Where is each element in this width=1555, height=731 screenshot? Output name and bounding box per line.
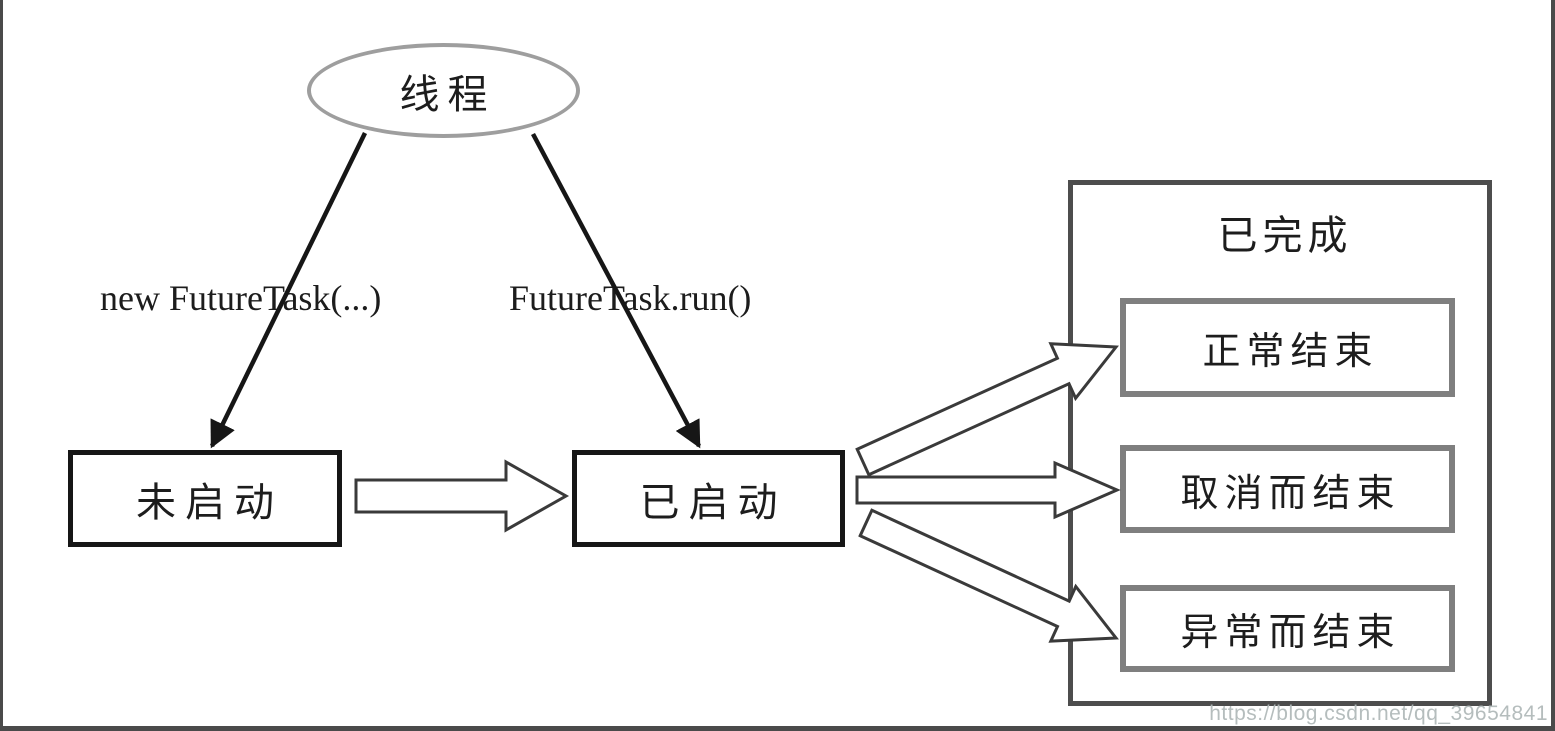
- frame-left-edge: [0, 0, 3, 731]
- state-label-not-started: 未启动: [136, 479, 283, 525]
- outcome-label-normal-end: 正常结束: [1202, 331, 1379, 373]
- transition-label-futuretask-run: FutureTask.run(): [509, 278, 752, 318]
- state-box-started: 已启动: [572, 450, 845, 547]
- outcome-box-normal-end: 正常结束: [1120, 298, 1455, 397]
- outcome-box-exception-end: 异常而结束: [1120, 585, 1455, 672]
- transition-label-new-futuretask: new FutureTask(...): [100, 278, 382, 318]
- state-label-started: 已启动: [639, 479, 787, 525]
- outcome-box-cancelled-end: 取消而结束: [1120, 445, 1455, 533]
- csdn-watermark: https://blog.csdn.net/qq_39654841: [1209, 702, 1548, 725]
- arrow-not-started-to-started: [354, 459, 570, 533]
- completed-group-title: 已完成: [1217, 213, 1353, 258]
- thread-ellipse-node: 线程: [307, 43, 580, 138]
- thread-label: 线程: [399, 71, 496, 117]
- frame-bottom-edge: [0, 726, 1555, 731]
- outcome-label-cancelled-end: 取消而结束: [1180, 472, 1401, 515]
- state-box-not-started: 未启动: [68, 450, 342, 547]
- frame-right-edge: [1551, 0, 1555, 731]
- outcome-label-exception-end: 异常而结束: [1180, 612, 1401, 654]
